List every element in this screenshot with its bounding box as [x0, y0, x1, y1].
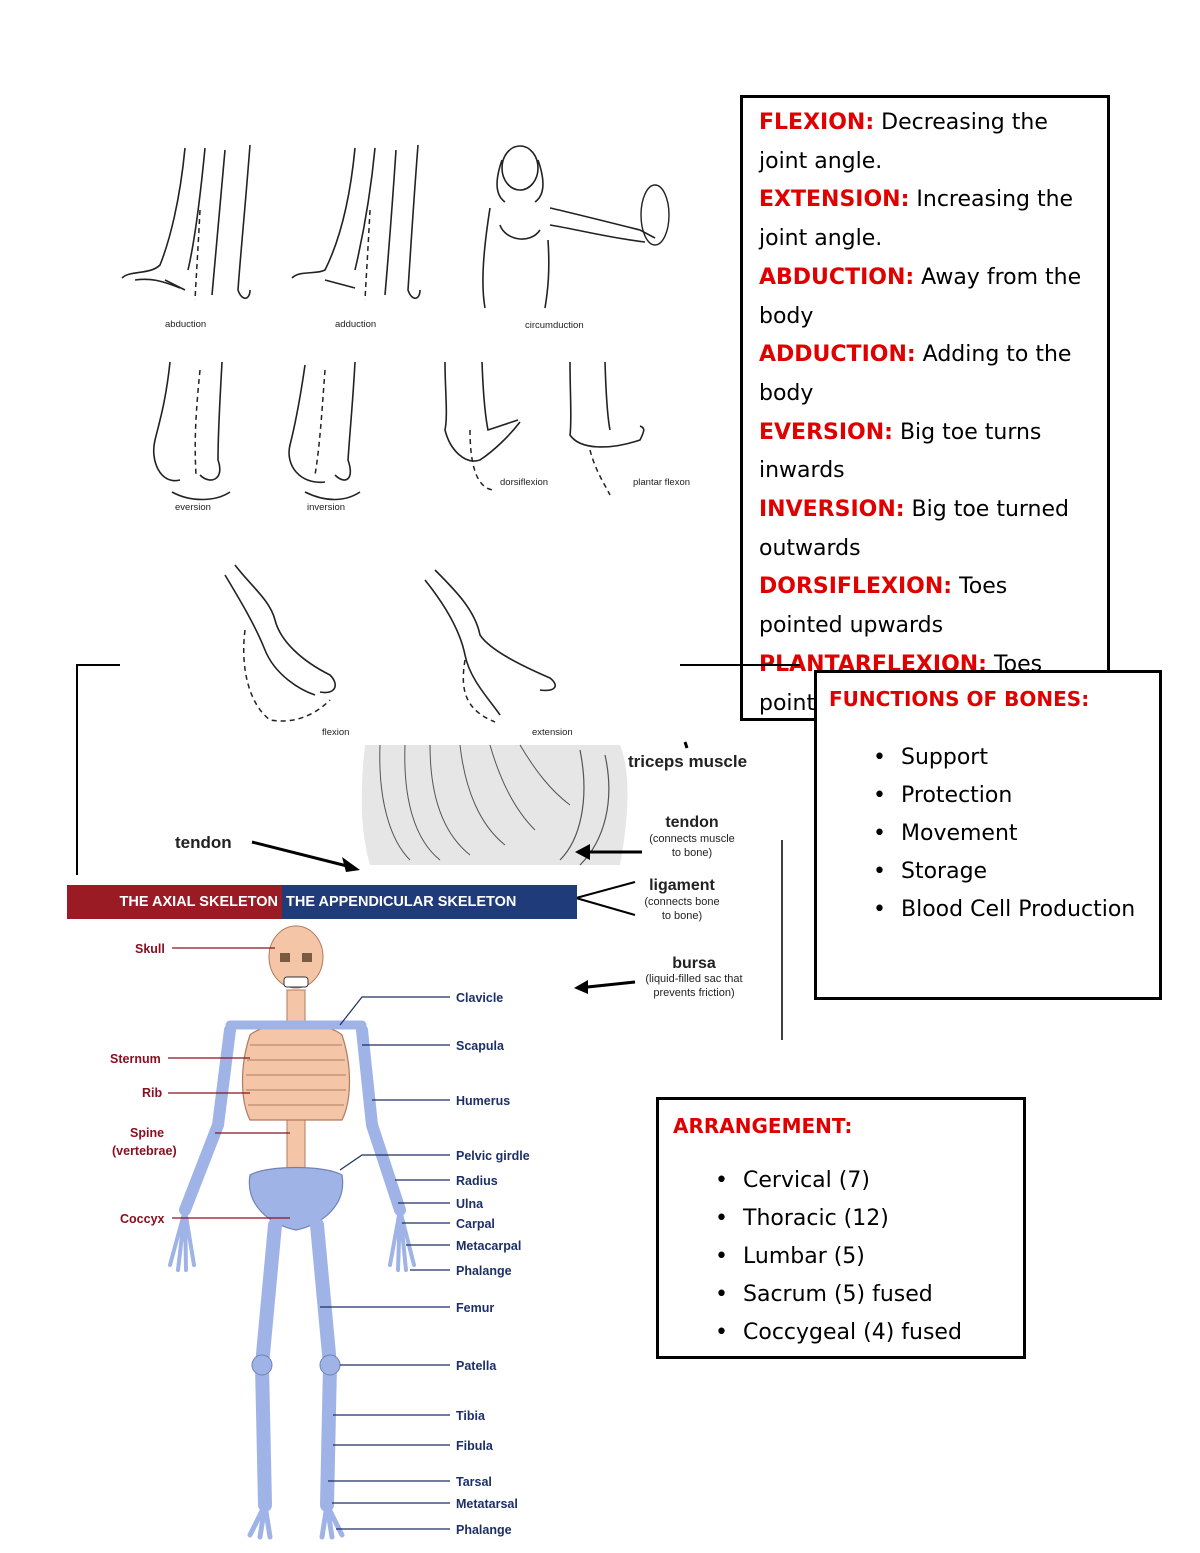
dorsiflexion-illustration: [444, 361, 521, 491]
skeleton-banner: THE AXIAL SKELETON THE APPENDICULAR SKEL…: [67, 885, 577, 919]
list-item: Support: [817, 739, 1147, 777]
list-item: Lumbar (5): [659, 1238, 1011, 1276]
tarsal-label: Tarsal: [456, 1475, 492, 1489]
eversion-label: eversion: [175, 502, 211, 513]
eversion-illustration: [153, 361, 231, 501]
triceps-muscle-sketch: [361, 744, 628, 866]
rib-label: Rib: [142, 1086, 163, 1100]
ulna-label: Ulna: [456, 1197, 484, 1211]
list-item: Protection: [817, 777, 1147, 815]
adduction-illustration: [291, 144, 421, 301]
list-item: Coccygeal (4) fused: [659, 1314, 1011, 1352]
definitions-box: FLEXION: Decreasing the joint angle. EXT…: [740, 95, 1110, 721]
dorsiflexion-label: dorsiflexion: [500, 477, 548, 488]
arrangement-list: Cervical (7) Thoracic (12) Lumbar (5) Sa…: [659, 1162, 1011, 1352]
plantarflexion-illustration: [569, 361, 645, 496]
definition-flexion: FLEXION: Decreasing the joint angle.: [759, 110, 1048, 174]
flexion-label: flexion: [322, 727, 349, 738]
plantarflexion-label: plantar flexon: [633, 477, 690, 488]
fibula-label: Fibula: [456, 1439, 494, 1453]
functions-title: FUNCTIONS OF BONES:: [829, 687, 1090, 711]
ligament-description-1: (connects bone: [644, 896, 719, 908]
elbow-anatomy-figure: triceps muscle tendon tendon (connects m…: [76, 664, 800, 1040]
axial-skeleton-banner: THE AXIAL SKELETON: [67, 885, 282, 919]
extension-illustration: [424, 569, 556, 723]
definition-inversion: INVERSION: Big toe turned outwards: [759, 497, 1069, 561]
list-item: Cervical (7): [659, 1162, 1011, 1200]
radius-label: Radius: [456, 1174, 498, 1188]
tendon-left-label: tendon: [175, 833, 232, 852]
tendon-description-2: to bone): [672, 847, 712, 859]
definition-extension: EXTENSION: Increasing the joint angle.: [759, 187, 1074, 252]
flexion-illustration: [224, 564, 336, 722]
definition-dorsiflexion: DORSIFLEXION: Toes pointed upwards: [759, 574, 1008, 639]
bursa-description-1: (liquid-filled sac that: [645, 973, 742, 985]
bursa-description-2: prevents friction): [653, 987, 734, 999]
tibia-label: Tibia: [456, 1409, 486, 1423]
tendon-right-label: tendon: [665, 814, 718, 831]
circumduction-label: circumduction: [525, 320, 584, 331]
appendicular-skeleton-banner: THE APPENDICULAR SKELETON: [282, 885, 577, 919]
ligament-description-2: to bone): [662, 910, 702, 922]
definition-abduction: ABDUCTION: Away from the body: [759, 264, 1082, 329]
pelvic-girdle-label: Pelvic girdle: [456, 1149, 530, 1163]
joint-movements-figure: abduction adduction circumduction eversi…: [121, 144, 690, 738]
definitions-list: FLEXION: Decreasing the joint angle. EXT…: [759, 104, 1093, 718]
list-item: Movement: [817, 815, 1147, 853]
humerus-label: Humerus: [456, 1094, 510, 1108]
skull-label: Skull: [135, 942, 165, 956]
definition-eversion: EVERSION: Big toe turns inwards: [759, 419, 1042, 484]
abduction-illustration: [121, 144, 251, 301]
metacarpal-label: Metacarpal: [456, 1239, 521, 1253]
bursa-label: bursa: [672, 955, 716, 972]
list-item: Sacrum (5) fused: [659, 1276, 1011, 1314]
clavicle-label: Clavicle: [456, 991, 503, 1005]
list-item: Thoracic (12): [659, 1200, 1011, 1238]
sternum-label: Sternum: [110, 1052, 161, 1066]
functions-of-bones-box: FUNCTIONS OF BONES: Support Protection M…: [814, 670, 1162, 1000]
skeleton-diagram: Skull Sternum Rib Spine (vertebrae) Cocc…: [110, 925, 530, 1540]
scapula-label: Scapula: [456, 1039, 505, 1053]
vertebrae-label: (vertebrae): [112, 1144, 177, 1158]
ligament-label: ligament: [649, 877, 715, 894]
abduction-label: abduction: [165, 319, 206, 330]
carpal-label: Carpal: [456, 1217, 495, 1231]
arrangement-title: ARRANGEMENT:: [673, 1114, 853, 1138]
spine-label: Spine: [130, 1126, 164, 1140]
list-item: Storage: [817, 853, 1147, 891]
adduction-label: adduction: [335, 319, 376, 330]
phalange-hand-label: Phalange: [456, 1264, 512, 1278]
coccyx-label: Coccyx: [120, 1212, 165, 1226]
list-item: Blood Cell Production: [817, 891, 1147, 929]
triceps-label: triceps muscle: [628, 752, 747, 771]
extension-label: extension: [532, 727, 573, 738]
tendon-description-1: (connects muscle: [649, 833, 735, 845]
metatarsal-label: Metatarsal: [456, 1497, 518, 1511]
femur-label: Femur: [456, 1301, 494, 1315]
circumduction-illustration: [482, 145, 670, 309]
patella-label: Patella: [456, 1359, 497, 1373]
functions-list: Support Protection Movement Storage Bloo…: [817, 739, 1147, 929]
definition-adduction: ADDUCTION: Adding to the body: [759, 342, 1072, 406]
inversion-illustration: [288, 361, 361, 501]
inversion-label: inversion: [307, 502, 345, 513]
arrangement-box: ARRANGEMENT: Cervical (7) Thoracic (12) …: [656, 1097, 1026, 1359]
phalange-foot-label: Phalange: [456, 1523, 512, 1537]
